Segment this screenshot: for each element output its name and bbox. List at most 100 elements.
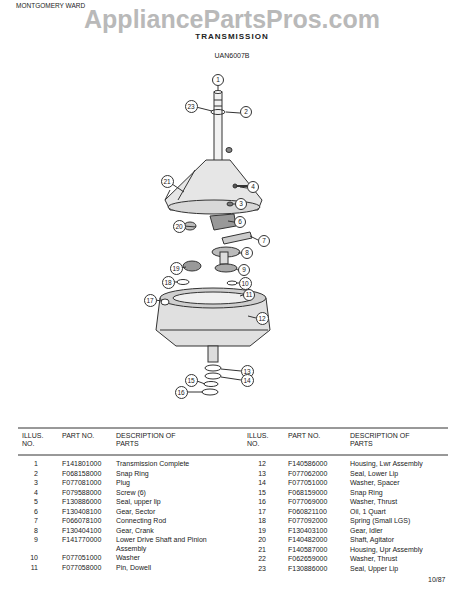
part-number: F130408100 — [62, 508, 101, 517]
illus-number: 9 — [34, 536, 38, 545]
callout-circle: 16 — [175, 386, 188, 399]
callout-circle: 18 — [162, 276, 175, 289]
callout-number: 7 — [259, 236, 269, 246]
illus-number: 12 — [258, 460, 266, 469]
illus-number: 6 — [34, 508, 38, 517]
part-number: F130886000 — [288, 565, 327, 574]
part-number: F140587000 — [288, 546, 327, 555]
callout-number: 8 — [242, 248, 252, 258]
callout-circle: 7 — [258, 235, 270, 247]
part-description: Gear, Idler — [350, 527, 450, 536]
part-description: Washer, Spacer — [350, 479, 450, 488]
table-header: PART NO. — [62, 432, 102, 440]
part-description: Shaft, Agitator — [350, 536, 450, 545]
part-number: F077058000 — [62, 564, 101, 573]
part-number: F060821100 — [288, 508, 327, 517]
model-number: UAN6007B — [214, 52, 249, 61]
illus-number: 13 — [258, 470, 266, 479]
part-description: Gear, Crank — [116, 527, 212, 536]
illus-number: 1 — [34, 460, 38, 469]
callout-number: 3 — [236, 199, 246, 209]
part-number: F068159000 — [288, 489, 327, 498]
callout-circle: 21 — [161, 175, 174, 188]
part-description: Housing, Upr Assembly — [350, 546, 450, 555]
part-description: Snap Ring — [116, 470, 212, 479]
callout-number: 10 — [240, 278, 251, 289]
part-description: Plug — [116, 479, 212, 488]
callout-number: 20 — [174, 221, 185, 232]
part-description: Washer, Thrust — [350, 555, 450, 564]
part-description: Seal, Upper Lip — [350, 565, 450, 574]
part-description: Washer, Thrust — [350, 498, 450, 507]
part-number: F077081000 — [62, 479, 101, 488]
part-number: F077051000 — [62, 554, 101, 563]
callout-number: 17 — [145, 295, 156, 306]
callout-number: 14 — [242, 375, 253, 386]
callout-circle: 6 — [234, 216, 246, 228]
callout-circle: 4 — [247, 181, 259, 193]
callout-number: 1 — [213, 75, 223, 85]
table-header: ILLUS. NO. — [22, 432, 52, 448]
part-number: F140586000 — [288, 460, 327, 469]
part-number: F077062000 — [288, 470, 327, 479]
part-number: F079588000 — [62, 489, 101, 498]
illus-number: 15 — [258, 489, 266, 498]
callout-circle: 8 — [241, 247, 253, 259]
callout-circle: 3 — [235, 198, 247, 210]
part-number: F140482000 — [288, 536, 327, 545]
callout-number: 16 — [176, 387, 187, 398]
illus-number: 10 — [30, 554, 38, 563]
callout-circle: 2 — [240, 106, 252, 118]
callout-number: 9 — [239, 265, 249, 275]
illus-number: 19 — [258, 527, 266, 536]
table-header: DESCRIPTION OF PARTS — [116, 432, 176, 448]
callout-number: 12 — [257, 313, 268, 324]
part-number: F130886000 — [62, 498, 101, 507]
part-number: F130404100 — [62, 527, 101, 536]
callout-number: 2 — [241, 107, 251, 117]
part-description: Connecting Rod — [116, 517, 212, 526]
table-header: DESCRIPTION OF PARTS — [350, 432, 410, 448]
illus-number: 21 — [258, 546, 266, 555]
part-number: F141770000 — [62, 536, 101, 545]
part-description: Housing, Lwr Assembly — [350, 460, 450, 469]
part-description: Snap Ring — [350, 489, 450, 498]
callout-circle: 19 — [170, 262, 183, 275]
callout-circle: 17 — [144, 294, 157, 307]
illus-number: 18 — [258, 517, 266, 526]
part-number: F077051000 — [288, 479, 327, 488]
table-header: PART NO. — [288, 432, 328, 440]
part-description: Lower Drive Shaft and Pinion Assembly — [116, 536, 212, 553]
illus-number: 17 — [258, 508, 266, 517]
illus-number: 5 — [34, 498, 38, 507]
illus-number: 11 — [31, 564, 38, 573]
callout-number: 19 — [171, 263, 182, 274]
callout-circle: 15 — [185, 374, 198, 387]
illus-number: 3 — [34, 479, 38, 488]
part-description: Pin, Dowell — [116, 564, 212, 573]
part-description: Screw (6) — [116, 489, 212, 498]
part-number: F141801000 — [62, 460, 101, 469]
callout-circle: 20 — [173, 220, 186, 233]
callout-number: 23 — [186, 101, 197, 112]
part-description: Washer — [116, 554, 212, 563]
callout-number: 6 — [235, 217, 245, 227]
watermark: AppliancePartsPros.com — [84, 4, 380, 34]
callout-circle: 10 — [239, 277, 252, 290]
callout-number: 4 — [248, 182, 258, 192]
illus-number: 2 — [34, 470, 38, 479]
part-description: Seal, Lower Lip — [350, 470, 450, 479]
illus-number: 8 — [34, 527, 38, 536]
illus-number: 7 — [34, 517, 38, 526]
part-description: Gear, Sector — [116, 508, 212, 517]
part-description: Spring (Small LGS) — [350, 517, 450, 526]
part-number: F062659000 — [288, 555, 327, 564]
callout-number: 11 — [244, 290, 254, 300]
date-code: 10/87 — [428, 576, 446, 585]
callout-number: 21 — [162, 176, 173, 187]
part-number: F077092000 — [288, 517, 327, 526]
callout-circle: 9 — [238, 264, 250, 276]
part-number: F130403100 — [288, 527, 327, 536]
callout-number: 15 — [186, 375, 197, 386]
part-description: Oil, 1 Quart — [350, 508, 450, 517]
